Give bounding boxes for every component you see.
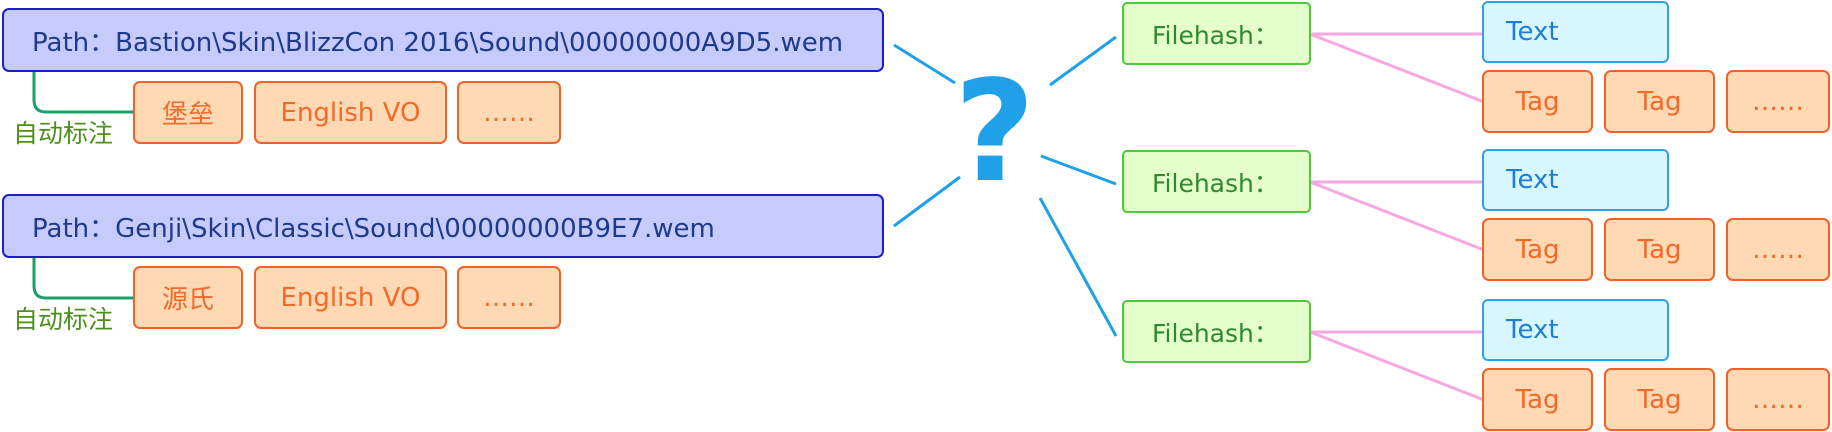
target-tag-text: Tag [1515, 234, 1560, 265]
target-tag: Tag [1604, 218, 1715, 281]
source-path-box: Path：Bastion\Skin\BlizzCon 2016\Sound\00… [2, 8, 884, 72]
target-tag: …… [1726, 70, 1830, 133]
filehash-label: Filehash： [1152, 20, 1279, 50]
source-tag-text: English VO [280, 97, 421, 128]
filehash-box: Filehash： [1122, 150, 1311, 213]
source-tag: …… [457, 81, 561, 144]
filehash-label: Filehash： [1152, 318, 1279, 348]
target-tag: …… [1726, 218, 1830, 281]
source-path-box: Path：Genji\Skin\Classic\Sound\00000000B9… [2, 194, 884, 258]
target-tag: Tag [1482, 70, 1593, 133]
target-tag-text: …… [1752, 234, 1804, 265]
source-path-text: Path：Genji\Skin\Classic\Sound\00000000B9… [32, 213, 715, 244]
target-tag-text: Tag [1515, 86, 1560, 117]
source-tag: …… [457, 266, 561, 329]
filehash-label: Filehash： [1152, 168, 1279, 198]
target-tag-text: Tag [1637, 234, 1682, 265]
text-field-box: Text [1482, 299, 1669, 361]
source-tag: 源氏 [133, 266, 243, 329]
source-tag-text: …… [483, 97, 535, 128]
question-mark-symbol: ? [954, 51, 1036, 214]
source-tag-text: 堡垒 [161, 100, 214, 130]
question-to-hash-connector [1038, 197, 1118, 337]
target-tag-text: Tag [1637, 384, 1682, 415]
auto-annotation-connector [32, 72, 133, 114]
target-tag: Tag [1482, 368, 1593, 431]
auto-annotation-label: 自动标注 [13, 119, 114, 148]
hash-to-tags-connector [1309, 330, 1485, 402]
source-tag-text: 源氏 [161, 285, 214, 315]
text-field-box: Text [1482, 1, 1669, 63]
question-to-hash-connector [1040, 154, 1117, 186]
target-tag-text: Tag [1515, 384, 1560, 415]
target-tag: …… [1726, 368, 1830, 431]
question-to-hash-connector [1049, 35, 1117, 87]
source-tag: English VO [254, 266, 447, 329]
text-field-label: Text [1506, 165, 1559, 195]
target-tag-text: …… [1752, 384, 1804, 415]
target-tag: Tag [1604, 70, 1715, 133]
filehash-box: Filehash： [1122, 2, 1311, 65]
source-tag-text: …… [483, 282, 535, 313]
target-tag: Tag [1482, 218, 1593, 281]
source-tag: 堡垒 [133, 81, 243, 144]
source-path-text: Path：Bastion\Skin\BlizzCon 2016\Sound\00… [32, 27, 844, 58]
auto-annotation-label: 自动标注 [13, 305, 114, 334]
source-tag: English VO [254, 81, 447, 144]
filehash-box: Filehash： [1122, 300, 1311, 363]
hash-to-tags-connector [1309, 32, 1485, 104]
path-to-question-connector [893, 43, 956, 85]
path-to-question-connector [893, 175, 961, 228]
text-field-label: Text [1506, 17, 1559, 47]
source-tag-text: English VO [280, 282, 421, 313]
target-tag-text: Tag [1637, 86, 1682, 117]
text-field-label: Text [1506, 315, 1559, 345]
hash-to-tags-connector [1309, 180, 1485, 252]
target-tag: Tag [1604, 368, 1715, 431]
text-field-box: Text [1482, 149, 1669, 211]
target-tag-text: …… [1752, 86, 1804, 117]
auto-annotation-connector [32, 258, 133, 300]
